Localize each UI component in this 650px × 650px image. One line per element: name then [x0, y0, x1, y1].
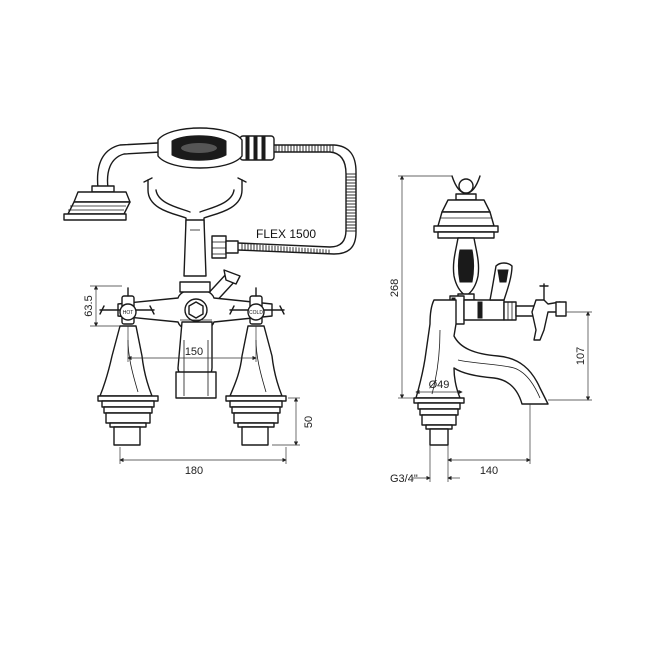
dim-centers-label: 150 — [185, 346, 203, 358]
side-pillar-spout — [415, 299, 549, 405]
hot-pillar: HOT — [97, 287, 159, 446]
dim-body-diameter: Ø49 — [415, 379, 463, 395]
front-view: HOT COLD — [63, 127, 357, 477]
side-tail — [413, 397, 465, 446]
hot-label: HOT — [123, 310, 134, 316]
cold-label: COLD — [249, 310, 263, 316]
side-cradle-ring — [451, 175, 481, 195]
flex-hose-label: FLEX 1500 — [256, 227, 316, 241]
side-handset-neck — [452, 237, 480, 303]
side-crosshead — [531, 283, 567, 341]
side-lever-handle — [489, 262, 513, 301]
dim-overall-width: 180 — [119, 447, 287, 477]
bath-mixer-body — [117, 281, 273, 399]
dim-overall-height-label: 268 — [389, 279, 401, 297]
dim-thread-projection: G3/4" 140 — [390, 404, 531, 485]
dim-spout-height-label: 107 — [575, 347, 587, 365]
dim-tail-height: 50 — [272, 397, 315, 446]
shower-rose — [63, 185, 131, 221]
dim-handle-height-label: 63.5 — [83, 295, 95, 316]
dim-overall-height: 268 — [389, 175, 452, 399]
dim-thread-label: G3/4" — [390, 473, 418, 485]
side-view: 268 107 Ø49 G3/4" 140 — [389, 175, 592, 485]
dim-projection-label: 140 — [480, 465, 498, 477]
dim-tail-height-label: 50 — [303, 416, 315, 428]
handset — [157, 127, 275, 169]
cold-pillar: COLD — [225, 287, 287, 446]
cradle — [143, 177, 247, 277]
dim-handle-height: 63.5 — [83, 285, 122, 327]
shower-hose — [96, 142, 357, 255]
dim-overall-width-label: 180 — [185, 465, 203, 477]
side-shower-rose — [433, 193, 499, 239]
dim-body-diameter-label: Ø49 — [429, 379, 450, 391]
hose-ribs — [241, 145, 356, 254]
dim-spout-height: 107 — [548, 311, 592, 401]
hose-connector — [211, 235, 239, 259]
dim-centers: 150 — [127, 326, 257, 362]
